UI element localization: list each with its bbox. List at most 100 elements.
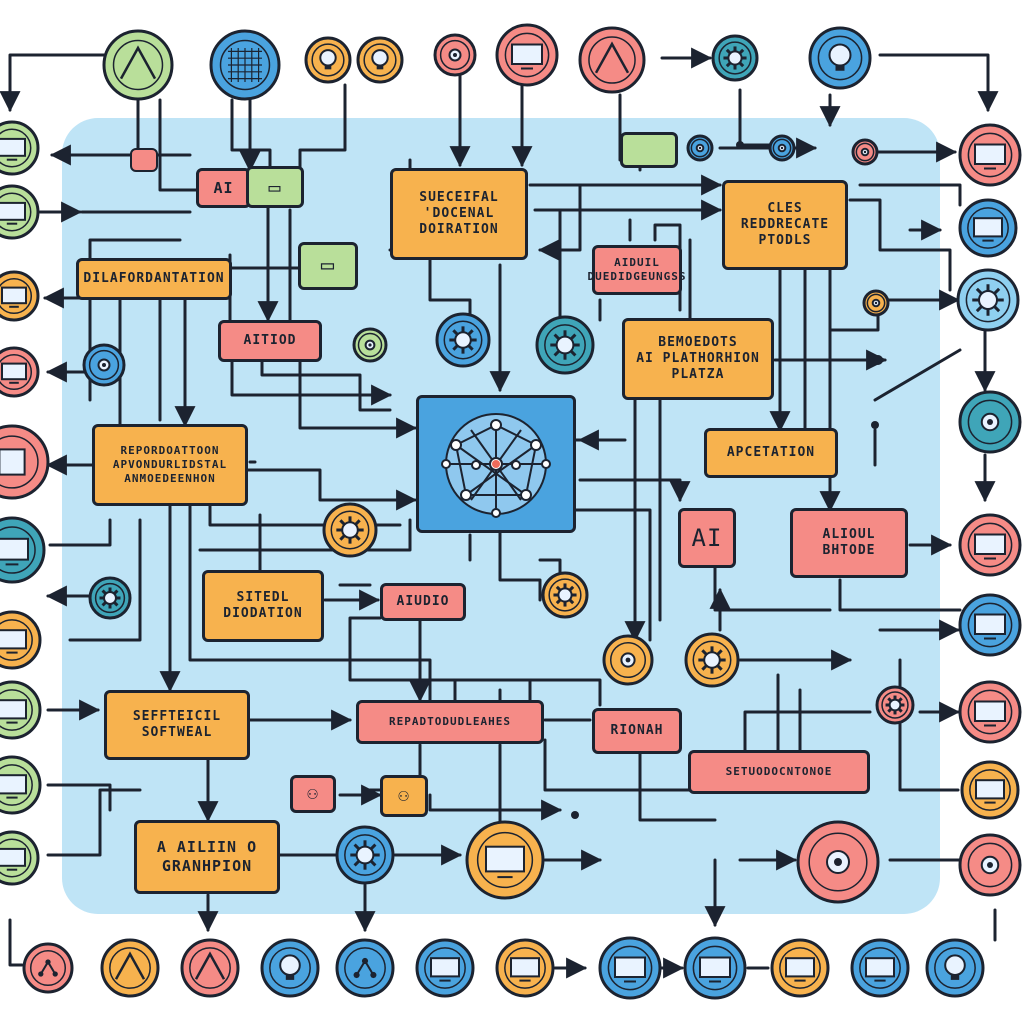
connector: [638, 743, 717, 822]
box-repac-docuhages: REPADTODUDLEAHES: [356, 700, 544, 744]
box-green-top: [620, 132, 678, 168]
connector: [713, 558, 832, 612]
node-icon: [352, 327, 388, 363]
target-icon: [82, 343, 126, 387]
monitor-icon: [958, 198, 1018, 258]
monitor-icon: [495, 938, 555, 998]
connector: [68, 518, 142, 642]
globe-grid-icon: [209, 29, 281, 101]
molecule-icon: [335, 938, 395, 998]
triangle-a-icon: [102, 29, 174, 101]
connector: [230, 358, 393, 406]
monitor-icon: ▭: [268, 174, 282, 199]
monitor-icon: [0, 270, 40, 322]
monitor-icon: [958, 123, 1022, 187]
gear-icon: [535, 315, 595, 375]
connector: [198, 518, 412, 552]
lightbulb-icon: [304, 36, 352, 84]
triangle-a-icon: [578, 26, 646, 94]
monitor-icon: [0, 610, 42, 670]
gear-icon: [956, 268, 1020, 332]
box-monitor-green: ▭: [246, 166, 304, 208]
node-icon: [862, 289, 890, 317]
connector: [878, 53, 999, 113]
monitor-icon: [415, 938, 475, 998]
connector: [848, 198, 952, 292]
monitor-icon: [958, 680, 1022, 744]
monitor-icon: [465, 820, 545, 900]
monitor-icon: [495, 23, 559, 87]
connector: [88, 238, 182, 402]
triangle-a-icon: [180, 938, 240, 998]
lightbulb-icon: [925, 938, 985, 998]
box-ai-graphon: A AILIIN O GRANHPION: [134, 820, 280, 894]
monitor-icon: [960, 760, 1020, 820]
box-aition: AITIOD: [218, 320, 322, 362]
box-special-operation: SUECEIFAL 'DOCENAL DOIRATION: [390, 168, 528, 260]
monitor-icon: [683, 936, 747, 1000]
box-aiudio: AIUDIO: [380, 583, 466, 621]
box-dilafordantation: DILAFORDANTATION: [76, 258, 232, 300]
monitor-icon: [0, 516, 46, 584]
connector: [46, 783, 112, 812]
chip-icon: [0, 424, 50, 500]
network-icon: [335, 825, 395, 885]
box-rionan: RIONAH: [592, 708, 682, 754]
connector: [838, 578, 962, 612]
box-ai-platform: BEMOEDOTS AI PLATHORHION PLATZA: [622, 318, 774, 400]
connector: [8, 918, 24, 967]
monitor-icon: [0, 680, 42, 740]
box-person-left: ⚇: [290, 775, 336, 813]
box-repo-automation: REPORDOATTOON APVONDURLIDSTAL ANMOEDEENH…: [92, 424, 248, 506]
connector: [0, 53, 114, 113]
target-icon: [958, 833, 1022, 897]
monitor-icon: [0, 755, 42, 815]
box-person-right: ⚇: [380, 775, 428, 817]
connector: [348, 616, 602, 707]
monitor-icon: [770, 938, 830, 998]
junction-dot: [871, 421, 879, 429]
lightbulb-icon: [808, 26, 872, 90]
gear-icon: [322, 502, 378, 558]
box-small-left-icon: [130, 148, 158, 172]
target-icon: [602, 634, 654, 686]
connector: [298, 83, 347, 182]
connector: [260, 358, 392, 412]
monitor-icon: [0, 120, 40, 176]
person-icon: ⚇: [398, 784, 410, 806]
connector: [453, 678, 532, 702]
connector: [828, 308, 880, 332]
box-apcetation: APCETATION: [704, 428, 838, 478]
node-icon: [686, 134, 714, 162]
gear-icon: [435, 312, 491, 368]
box-ai-right: AI: [678, 508, 736, 568]
monitor-icon: [0, 184, 40, 240]
junction-dot: [571, 811, 579, 819]
connector: [48, 518, 112, 547]
lightbulb-icon: [356, 36, 404, 84]
box-ai-top: AI: [196, 168, 251, 208]
connector: [238, 468, 418, 511]
gear-icon: [684, 632, 740, 688]
connector: [578, 478, 691, 503]
node-icon: [851, 138, 879, 166]
connector: [743, 710, 872, 762]
connector: [428, 793, 563, 821]
box-ai-lg-pill: AIDUIL DUEDIDGEUNGSS: [587, 245, 686, 295]
monitor-icon: [958, 513, 1022, 577]
box-sitedl-dioration: SITEDL DIODATION: [202, 570, 324, 642]
connector: [858, 183, 962, 207]
box-aloul-bhtode: ALIOUL BHTODE: [790, 508, 908, 578]
junction-dot: [736, 141, 744, 149]
gear-icon: [541, 571, 589, 619]
target-icon: [433, 33, 477, 77]
connector: [498, 528, 542, 602]
box-setuodocntonoe: SETUODOCNTONOE: [688, 750, 870, 794]
monitor-icon: [0, 346, 40, 398]
monitor-icon: [0, 830, 40, 886]
monitor-icon: ▭: [320, 253, 336, 279]
connector: [298, 358, 418, 439]
connector: [537, 183, 582, 261]
central-neural-network-node: [416, 395, 576, 533]
connector: [46, 788, 142, 857]
